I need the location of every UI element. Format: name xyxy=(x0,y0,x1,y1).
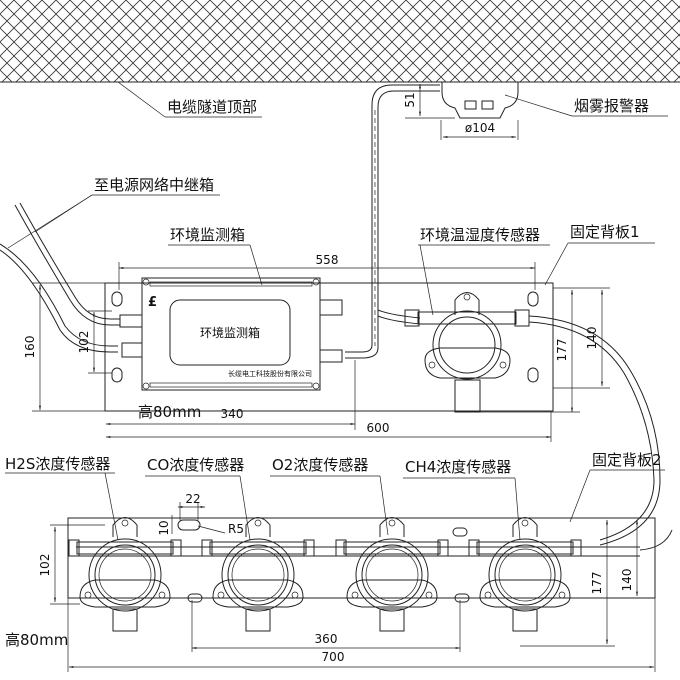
co-sensor-label: CO浓度传感器 xyxy=(147,456,244,474)
temp-humidity-sensor xyxy=(404,292,661,546)
dim-160: 160 xyxy=(23,336,37,359)
height-label-2: 高80mm xyxy=(5,631,68,649)
o2-sensor xyxy=(335,517,449,632)
ch4-sensor xyxy=(468,517,582,632)
dim-140: 140 xyxy=(585,327,599,350)
smoke-alarm-callout: 烟雾报警器 xyxy=(504,94,668,117)
dim-140-b: 140 xyxy=(620,569,634,592)
relay-box-label: 至电源网络中继箱 xyxy=(94,176,214,194)
dim-177: 177 xyxy=(555,339,569,362)
tunnel-ceiling xyxy=(0,0,680,83)
env-monitor-box: £ 环境监测箱 长缆电工科技股份有限公司 xyxy=(119,277,343,391)
dim-177-b: 177 xyxy=(590,572,604,595)
co-sensor xyxy=(201,517,315,632)
dim-102: 102 xyxy=(77,331,91,354)
smoke-dims: 51 ø104 xyxy=(403,83,519,140)
o2-sensor-label: O2浓度传感器 xyxy=(272,456,368,474)
brand-logo-icon: £ xyxy=(148,295,157,310)
backplate-1-label: 固定背板1 xyxy=(570,223,640,241)
smoke-alarm-label: 烟雾报警器 xyxy=(574,97,649,115)
dim-r5: R5 xyxy=(228,522,244,536)
smoke-diameter-dim: ø104 xyxy=(465,121,495,135)
dim-600: 600 xyxy=(367,421,390,435)
temp-humidity-callout: 环境温湿度传感器 xyxy=(418,226,550,316)
plate1-dims: 558 160 102 177 140 高80mm 340 600 xyxy=(23,253,610,442)
dim-10: 10 xyxy=(157,520,171,535)
backplate-1 xyxy=(104,282,554,412)
backplate-2-label: 固定背板2 xyxy=(592,451,662,469)
plate2-dims: 22 10 R5 102 177 140 高80mm 360 700 xyxy=(5,492,656,672)
dim-102-b: 102 xyxy=(38,554,52,577)
dim-340: 340 xyxy=(221,407,244,421)
company-name: 长缆电工科技股份有限公司 xyxy=(228,369,312,378)
temp-humidity-label: 环境温湿度传感器 xyxy=(420,226,540,244)
env-box-panel-text: 环境监测箱 xyxy=(200,325,260,340)
height-label-1: 高80mm xyxy=(138,403,201,421)
gas-sensor-callouts: H2S浓度传感器 CO浓度传感器 O2浓度传感器 CH4浓度传感器 固定背板2 xyxy=(5,451,665,541)
h2s-sensor xyxy=(68,517,182,632)
env-box-callout: 环境监测箱 xyxy=(168,226,263,286)
backplate-2 xyxy=(67,517,673,603)
relay-box-callout: 至电源网络中继箱 xyxy=(7,176,220,249)
dim-700: 700 xyxy=(322,650,345,664)
h2s-sensor-label: H2S浓度传感器 xyxy=(5,455,110,473)
ceiling-cable xyxy=(345,84,440,359)
backplate-1-callout: 固定背板1 xyxy=(544,223,655,286)
smoke-alarm xyxy=(441,82,519,119)
tunnel-top-callout: 电缆隧道顶部 xyxy=(117,81,262,118)
env-box-label: 环境监测箱 xyxy=(170,226,245,244)
incoming-cables xyxy=(0,202,120,353)
smoke-height-dim: 51 xyxy=(403,92,417,107)
dim-22: 22 xyxy=(185,492,200,506)
ch4-sensor-label: CH4浓度传感器 xyxy=(405,458,511,476)
gas-sensors xyxy=(68,517,582,632)
dim-360: 360 xyxy=(315,632,338,646)
tunnel-top-label: 电缆隧道顶部 xyxy=(167,98,257,116)
dim-558: 558 xyxy=(316,253,339,267)
